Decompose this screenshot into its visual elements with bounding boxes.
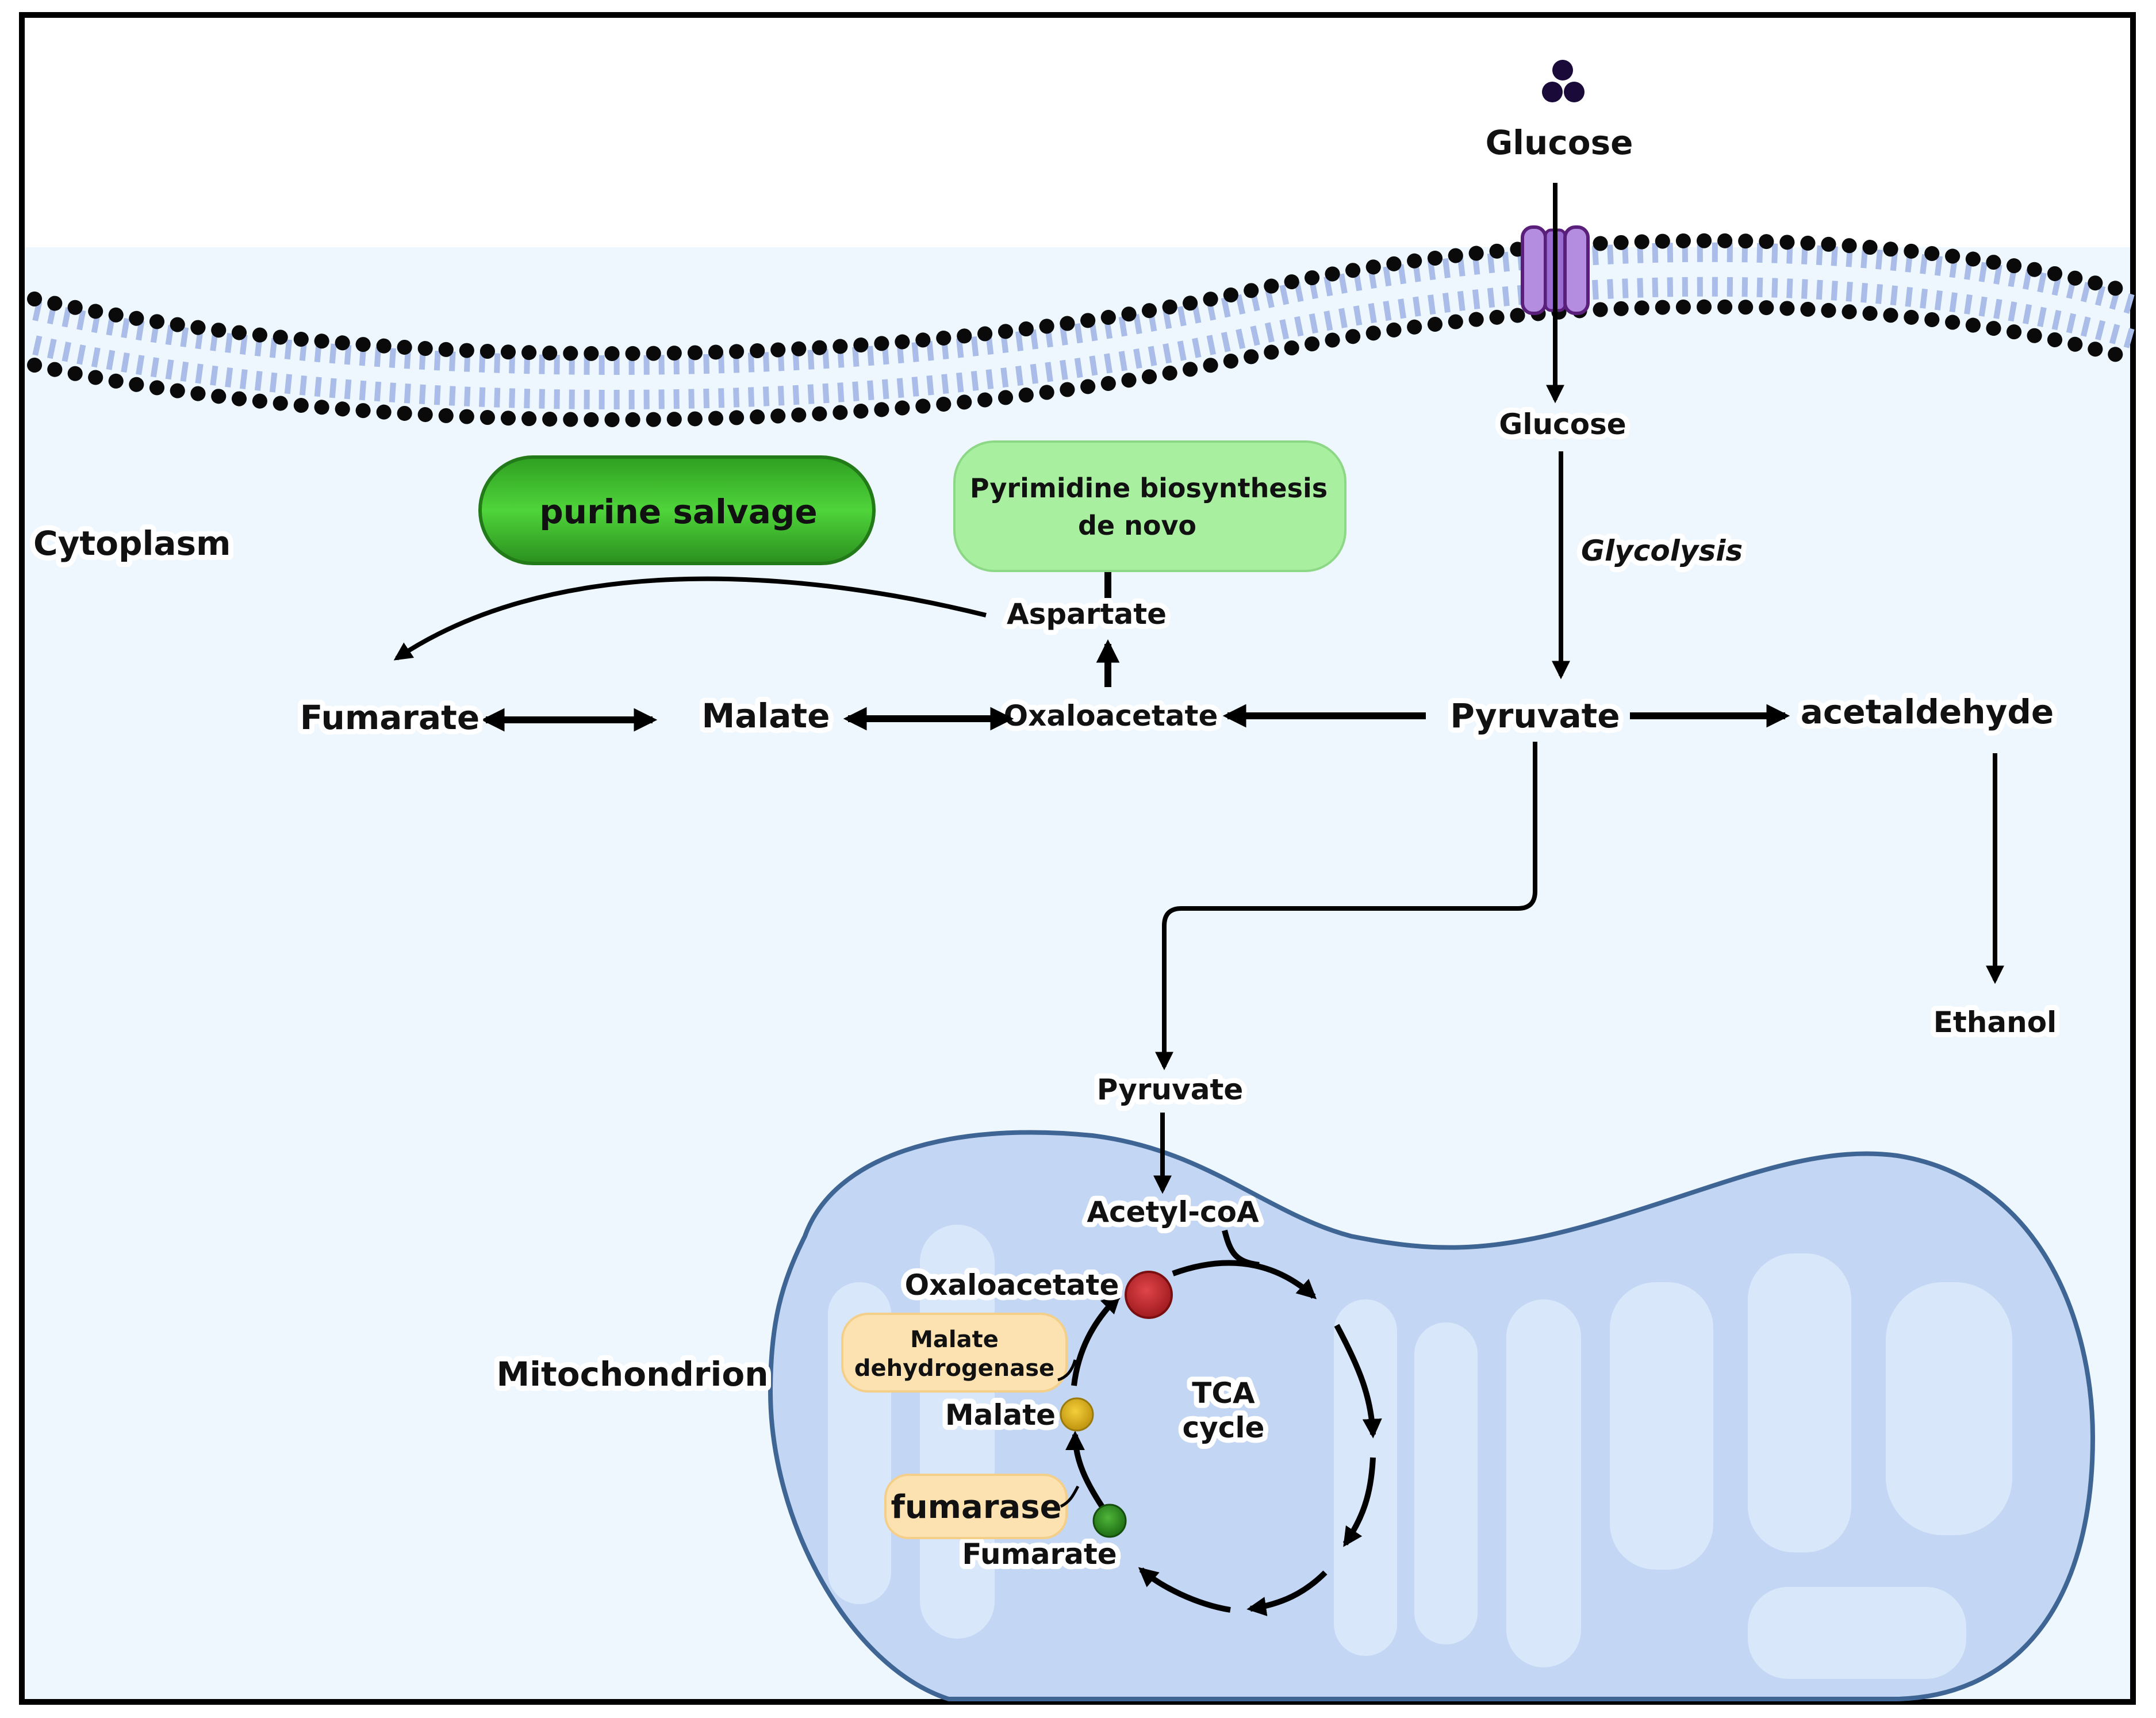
mdh-label-line2: dehydrogenase — [854, 1355, 1054, 1382]
purine-salvage-label: purine salvage — [539, 492, 817, 531]
tca-arc-4 — [1246, 1570, 1328, 1616]
membrane-tails-outer — [32, 242, 2136, 375]
fumarase-label: fumarase — [891, 1489, 1061, 1526]
aspartate-label: Aspartate — [1007, 597, 1167, 631]
membrane-heads-inner — [27, 299, 2140, 427]
cytoplasm-pyruvate-label: Pyruvate — [1450, 696, 1620, 735]
cytoplasm-glucose-label: Glucose — [1499, 408, 1626, 441]
mito-fumarate-label: Fumarate — [962, 1537, 1117, 1571]
tca-arc-2 — [1334, 1324, 1382, 1439]
ethanol-label: Ethanol — [1934, 1006, 2057, 1039]
glucose-molecule-icon — [1542, 60, 1585, 102]
mdh-label-line1: Malate — [910, 1326, 999, 1353]
fumarase-pointer — [1060, 1485, 1080, 1508]
mito-oxaloacetate-label: Oxaloacetate — [905, 1268, 1119, 1302]
acetaldehyde-label: acetaldehyde — [1801, 692, 2054, 731]
pyrimidine-label-line2: de novo — [1078, 510, 1196, 541]
tca-cycle: TCA cycle — [1065, 1229, 1382, 1616]
arrow-pyruvate-to-mitochondrion — [1155, 742, 1537, 1071]
tca-arc-7 — [1071, 1294, 1121, 1386]
tca-arc-5 — [1138, 1567, 1231, 1613]
mitochondrion — [768, 1130, 2096, 1701]
fumarate-dot — [1092, 1504, 1127, 1538]
mdh-pointer — [1057, 1359, 1077, 1382]
tca-label-line1: TCA — [1192, 1376, 1255, 1410]
purine-salvage-box: purine salvage — [478, 455, 876, 565]
malate-dehydrogenase-box: Malate dehydrogenase — [841, 1313, 1068, 1393]
membrane-heads-outer — [27, 233, 2140, 361]
cytoplasm-label: Cytoplasm — [33, 524, 231, 563]
extracellular-glucose-label: Glucose — [1486, 123, 1633, 162]
tca-arc-1 — [1172, 1260, 1317, 1299]
acetyl-coa-label: Acetyl-coA — [1087, 1195, 1259, 1229]
plasma-membrane — [27, 233, 2140, 427]
tca-label-line2: cycle — [1183, 1411, 1265, 1444]
membrane-tails-inner — [32, 277, 2136, 409]
cytoplasm-oxaloacetate-label: Oxaloacetate — [1004, 699, 1218, 733]
tca-arc-6 — [1065, 1431, 1107, 1511]
oxaloacetate-dot — [1125, 1271, 1173, 1319]
pyrimidine-label-line1: Pyrimidine biosynthesis — [970, 473, 1328, 504]
arrow-aspartate-to-fumarate — [393, 576, 987, 661]
figure-frame — [19, 12, 2136, 1705]
fumarase-box: fumarase — [884, 1474, 1068, 1539]
cytoplasm-malate-label: Malate — [702, 696, 830, 735]
glycolysis-label: Glycolysis — [1581, 534, 1743, 567]
mito-pyruvate-label: Pyruvate — [1097, 1073, 1244, 1106]
tca-arc-3 — [1342, 1457, 1376, 1547]
mito-malate-label: Malate — [945, 1398, 1056, 1432]
pyrimidine-biosynthesis-box: Pyrimidine biosynthesis de novo — [953, 440, 1346, 572]
mitochondrion-label: Mitochondrion — [496, 1355, 768, 1394]
cytoplasm-fumarate-label: Fumarate — [300, 698, 479, 737]
malate-dot — [1060, 1397, 1094, 1432]
